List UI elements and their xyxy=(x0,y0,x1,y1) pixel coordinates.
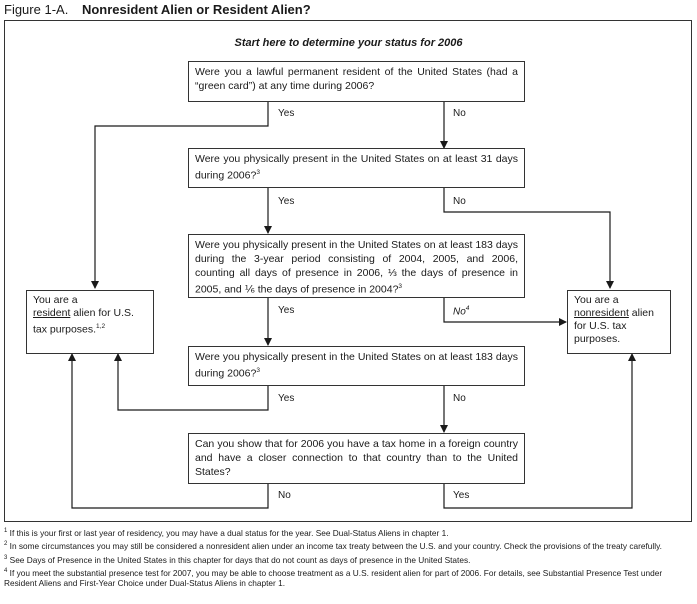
figure-title: Figure 1-A. Nonresident Alien or Residen… xyxy=(4,2,311,17)
q2-yes-label: Yes xyxy=(278,196,295,207)
question-box-5: Can you show that for 2006 you have a ta… xyxy=(188,433,525,484)
question-5-text: Can you show that for 2006 you have a ta… xyxy=(195,438,518,478)
question-box-3: Were you physically present in the Unite… xyxy=(188,234,525,298)
q4-yes-label: Yes xyxy=(278,393,295,404)
q5-no-label: No xyxy=(278,490,291,501)
q2-no-connector xyxy=(443,188,614,289)
question-2-footnote-ref: 3 xyxy=(256,169,260,176)
figure-name: Nonresident Alien or Resident Alien? xyxy=(81,2,311,17)
resident-footnote-ref: 1,2 xyxy=(96,323,106,330)
nonresident-alien-box: You are a nonresident alien for U.S. tax… xyxy=(567,290,671,354)
q3-no-connector xyxy=(443,298,567,326)
q5-yes-label: Yes xyxy=(453,490,470,501)
figure-number: Figure 1-A. xyxy=(4,2,69,17)
question-2-text: Were you physically present in the Unite… xyxy=(195,153,518,182)
question-box-1: Were you a lawful permanent resident of … xyxy=(188,61,525,102)
footnote-3: 3 See Days of Presence in the United Sta… xyxy=(4,553,692,565)
q3-yes-label: Yes xyxy=(278,305,295,316)
footnote-2: 2 In some circumstances you may still be… xyxy=(4,539,692,551)
footnote-2-mark: 2 xyxy=(4,541,8,548)
q3-no-footnote-ref: 4 xyxy=(465,305,470,312)
resident-line1: You are a xyxy=(33,294,78,306)
nonresident-emphasis: nonresident xyxy=(574,307,629,319)
q4-yes-connector xyxy=(114,353,269,411)
q4-no-label: No xyxy=(453,393,466,404)
question-3-text: Were you physically present in the Unite… xyxy=(195,239,518,296)
question-box-2: Were you physically present in the Unite… xyxy=(188,148,525,188)
footnote-4: 4 If you meet the substantial presence t… xyxy=(4,566,692,589)
resident-line2: alien for U.S. tax purposes. xyxy=(33,307,134,336)
question-4-text: Were you physically present in the Unite… xyxy=(195,351,518,380)
q1-yes-label: Yes xyxy=(278,108,295,119)
footnote-2-text: In some circumstances you may still be c… xyxy=(9,541,662,552)
diagram-frame xyxy=(4,20,692,522)
question-3-footnote-ref: 3 xyxy=(398,283,403,290)
q2-no-label: No xyxy=(453,196,466,207)
q3-no-text: No xyxy=(453,306,466,318)
question-box-4: Were you physically present in the Unite… xyxy=(188,346,525,386)
q1-no-label: No xyxy=(453,108,466,119)
resident-alien-box: You are a resident alien for U.S. tax pu… xyxy=(26,290,154,354)
question-1-text: Were you a lawful permanent resident of … xyxy=(195,66,518,92)
footnote-4-text: If you meet the substantial presence tes… xyxy=(4,567,663,589)
footnotes: 1 If this is your first or last year of … xyxy=(4,526,692,590)
question-4-footnote-ref: 3 xyxy=(256,367,260,374)
resident-emphasis: resident xyxy=(33,307,71,319)
q3-no-label: No4 xyxy=(453,305,469,317)
footnote-1-text: If this is your first or last year of re… xyxy=(9,527,449,538)
nonresident-line1: You are a xyxy=(574,294,619,306)
q5-yes-connector xyxy=(443,353,636,509)
footnote-1: 1 If this is your first or last year of … xyxy=(4,526,692,538)
footnote-1-mark: 1 xyxy=(4,528,8,534)
footnote-3-text: See Days of Presence in the United State… xyxy=(9,554,471,565)
nonresident-line2: alien for U.S. tax purposes. xyxy=(574,307,654,345)
q1-yes-connector xyxy=(91,102,269,289)
q5-no-connector xyxy=(68,353,269,509)
footnote-3-mark: 3 xyxy=(4,554,8,561)
start-label: Start here to determine your status for … xyxy=(234,37,463,49)
footnote-4-mark: 4 xyxy=(4,567,8,574)
